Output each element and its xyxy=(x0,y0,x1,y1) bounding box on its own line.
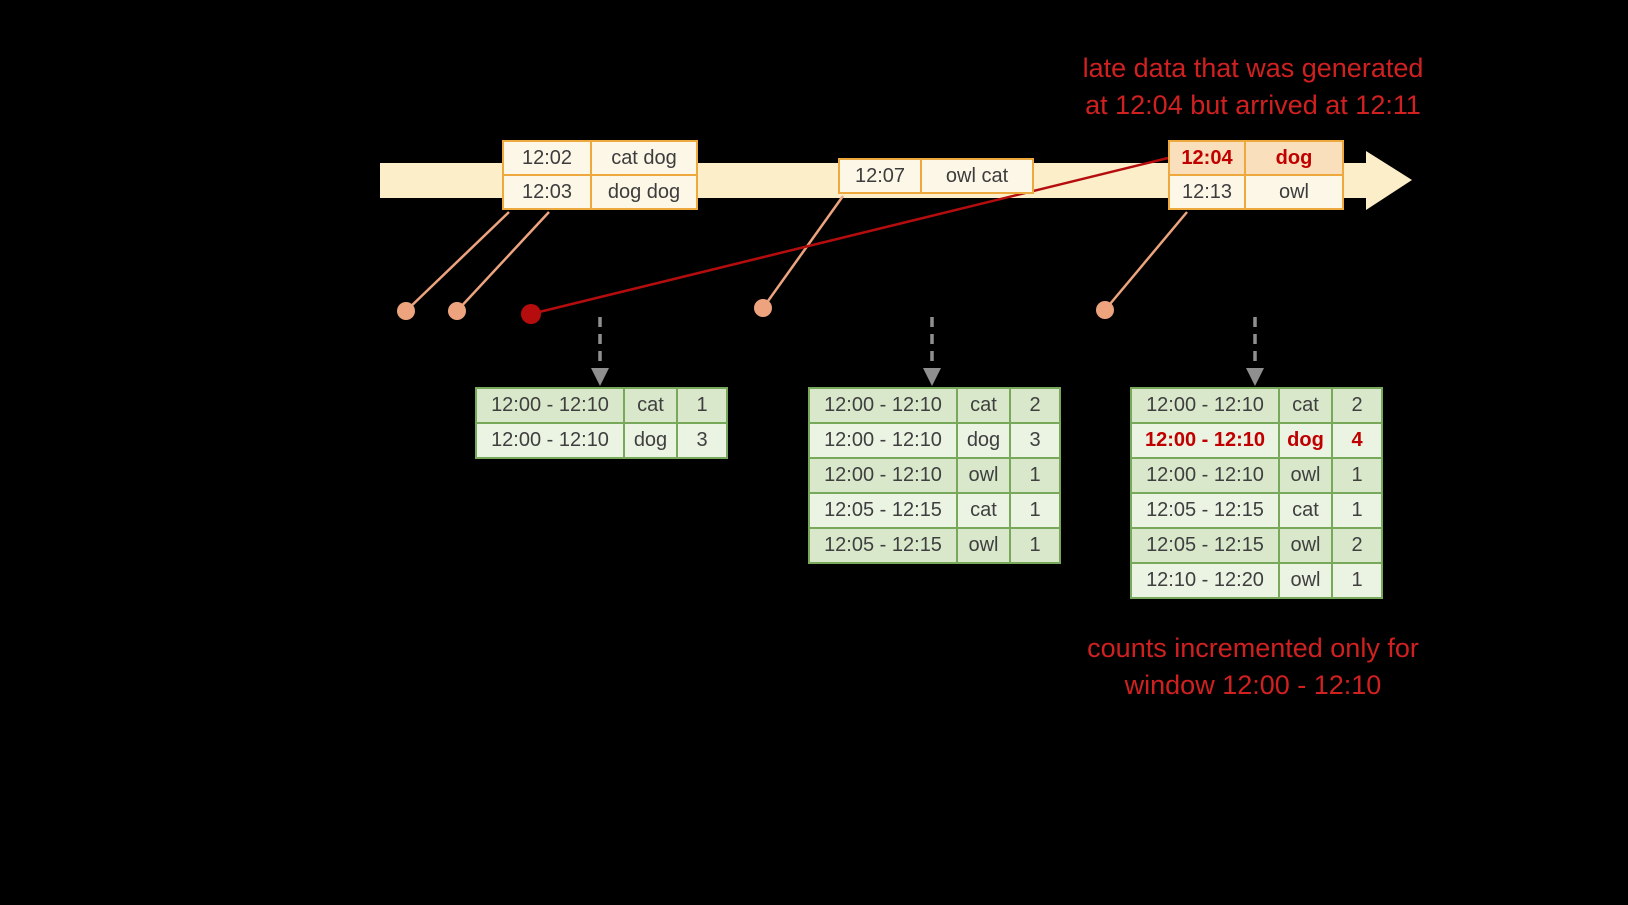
late-data-note-line1: late data that was generated xyxy=(1082,53,1424,83)
word-cell: cat xyxy=(956,492,1011,529)
window-cell: 12:00 - 12:10 xyxy=(475,422,625,459)
count-cell: 1 xyxy=(676,387,728,424)
event-row: 12:02 cat dog xyxy=(502,140,698,176)
event-table-2: 12:07 owl cat xyxy=(838,158,1034,194)
event-time-cell: 12:04 xyxy=(1168,140,1246,176)
connector-line-2 xyxy=(456,211,550,312)
word-cell: owl xyxy=(1278,527,1333,564)
arrowhead-down-icon xyxy=(1246,368,1264,386)
result-row: 12:10 - 12:20 owl 1 xyxy=(1130,562,1383,599)
event-row: 12:13 owl xyxy=(1168,174,1344,210)
arrowhead-down-icon xyxy=(923,368,941,386)
event-dot-2 xyxy=(448,302,466,320)
timeline-arrowhead-icon xyxy=(1366,151,1412,210)
window-cell: 12:00 - 12:10 xyxy=(1130,422,1280,459)
word-cell: owl xyxy=(1278,562,1333,599)
event-time-cell: 12:07 xyxy=(838,158,922,194)
event-time-cell: 12:02 xyxy=(502,140,592,176)
connector-line-3 xyxy=(761,195,845,309)
window-cell: 12:00 - 12:10 xyxy=(1130,457,1280,494)
window-cell: 12:00 - 12:10 xyxy=(808,422,958,459)
late-updated-result-row: 12:00 - 12:10 dog 4 xyxy=(1130,422,1383,459)
word-cell: cat xyxy=(1278,492,1333,529)
trigger-arrow-2 xyxy=(923,317,941,386)
late-data-note: late data that was generated at 12:04 bu… xyxy=(1038,50,1468,124)
count-cell: 1 xyxy=(1009,457,1061,494)
result-row: 12:05 - 12:15 cat 1 xyxy=(808,492,1061,529)
word-cell: cat xyxy=(1278,387,1333,424)
event-table-3: 12:04 dog 12:13 owl xyxy=(1168,140,1344,210)
counts-note-line1: counts incremented only for xyxy=(1087,633,1419,663)
window-cell: 12:00 - 12:10 xyxy=(808,387,958,424)
counts-note: counts incremented only for window 12:00… xyxy=(1038,630,1468,704)
connector-line-4 xyxy=(1104,211,1188,311)
result-row: 12:00 - 12:10 owl 1 xyxy=(808,457,1061,494)
late-data-note-line2: at 12:04 but arrived at 12:11 xyxy=(1085,90,1421,120)
event-dot-4 xyxy=(1096,301,1114,319)
window-cell: 12:05 - 12:15 xyxy=(808,492,958,529)
event-time-cell: 12:03 xyxy=(502,174,592,210)
word-cell: owl xyxy=(956,457,1011,494)
connector-line-1 xyxy=(405,211,510,312)
count-cell: 1 xyxy=(1331,457,1383,494)
count-cell: 3 xyxy=(1009,422,1061,459)
late-event-row: 12:04 dog xyxy=(1168,140,1344,176)
window-cell: 12:00 - 12:10 xyxy=(475,387,625,424)
window-cell: 12:10 - 12:20 xyxy=(1130,562,1280,599)
result-row: 12:00 - 12:10 dog 3 xyxy=(808,422,1061,459)
result-row: 12:05 - 12:15 cat 1 xyxy=(1130,492,1383,529)
count-cell: 2 xyxy=(1331,387,1383,424)
event-dot-3 xyxy=(754,299,772,317)
event-row: 12:03 dog dog xyxy=(502,174,698,210)
result-row: 12:05 - 12:15 owl 1 xyxy=(808,527,1061,564)
word-cell: owl xyxy=(956,527,1011,564)
event-dot-1 xyxy=(397,302,415,320)
late-event-dot xyxy=(521,304,541,324)
count-cell: 4 xyxy=(1331,422,1383,459)
event-table-1: 12:02 cat dog 12:03 dog dog xyxy=(502,140,698,210)
late-data-connector-line xyxy=(530,156,1169,316)
trigger-arrow-1 xyxy=(591,317,609,386)
count-cell: 3 xyxy=(676,422,728,459)
word-cell: cat xyxy=(956,387,1011,424)
event-time-cell: 12:13 xyxy=(1168,174,1246,210)
result-row: 12:05 - 12:15 owl 2 xyxy=(1130,527,1383,564)
trigger-arrow-3 xyxy=(1246,317,1264,386)
result-table-2: 12:00 - 12:10 cat 2 12:00 - 12:10 dog 3 … xyxy=(808,387,1061,564)
result-row: 12:00 - 12:10 owl 1 xyxy=(1130,457,1383,494)
word-cell: dog xyxy=(623,422,678,459)
count-cell: 1 xyxy=(1009,492,1061,529)
word-cell: cat xyxy=(623,387,678,424)
counts-note-line2: window 12:00 - 12:10 xyxy=(1124,670,1382,700)
event-words-cell: dog dog xyxy=(590,174,698,210)
event-row: 12:07 owl cat xyxy=(838,158,1034,194)
window-cell: 12:05 - 12:15 xyxy=(1130,492,1280,529)
result-row: 12:00 - 12:10 cat 2 xyxy=(808,387,1061,424)
result-table-3: 12:00 - 12:10 cat 2 12:00 - 12:10 dog 4 … xyxy=(1130,387,1383,599)
window-cell: 12:05 - 12:15 xyxy=(808,527,958,564)
count-cell: 2 xyxy=(1009,387,1061,424)
count-cell: 1 xyxy=(1331,492,1383,529)
result-row: 12:00 - 12:10 cat 1 xyxy=(475,387,728,424)
result-row: 12:00 - 12:10 dog 3 xyxy=(475,422,728,459)
count-cell: 1 xyxy=(1331,562,1383,599)
result-table-1: 12:00 - 12:10 cat 1 12:00 - 12:10 dog 3 xyxy=(475,387,728,459)
event-words-cell: cat dog xyxy=(590,140,698,176)
word-cell: dog xyxy=(956,422,1011,459)
word-cell: dog xyxy=(1278,422,1333,459)
result-row: 12:00 - 12:10 cat 2 xyxy=(1130,387,1383,424)
event-words-cell: dog xyxy=(1244,140,1344,176)
window-cell: 12:00 - 12:10 xyxy=(808,457,958,494)
window-cell: 12:00 - 12:10 xyxy=(1130,387,1280,424)
word-cell: owl xyxy=(1278,457,1333,494)
window-cell: 12:05 - 12:15 xyxy=(1130,527,1280,564)
arrowhead-down-icon xyxy=(591,368,609,386)
count-cell: 2 xyxy=(1331,527,1383,564)
event-words-cell: owl xyxy=(1244,174,1344,210)
event-words-cell: owl cat xyxy=(920,158,1034,194)
count-cell: 1 xyxy=(1009,527,1061,564)
